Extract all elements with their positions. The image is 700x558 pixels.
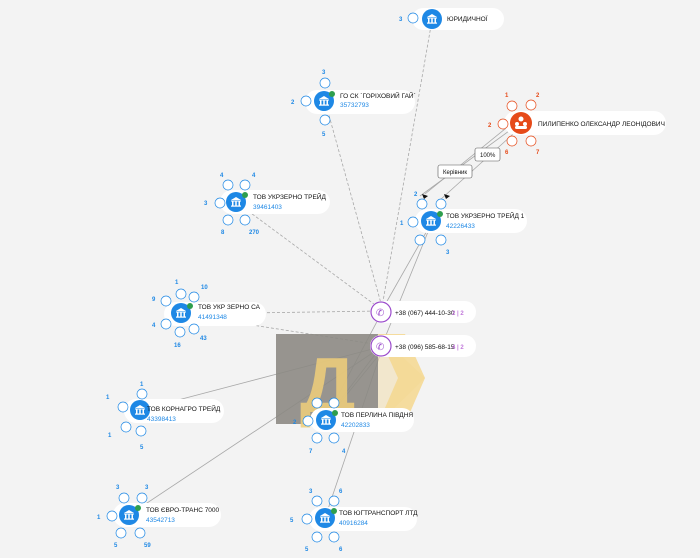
- count-badge: 270: [249, 230, 260, 236]
- count-badge: 59: [144, 543, 151, 549]
- count-badge: 4: [252, 173, 256, 179]
- company-code: 43398413: [147, 416, 176, 423]
- company-name: ТОВ УКР ЗЕРНО СА: [198, 304, 261, 311]
- count-badge: 5: [140, 445, 144, 451]
- company-code: 39461403: [253, 204, 282, 211]
- company-name: ТОВ УКРЗЕРНО ТРЕЙД 1: [446, 211, 525, 220]
- count-badge: 1: [175, 280, 179, 286]
- count-badge: 7: [536, 150, 540, 156]
- company-code: 41491348: [198, 314, 227, 321]
- count-badge: 1: [505, 93, 509, 99]
- edge-dashed[interactable]: [235, 201, 383, 311]
- edge-dashed[interactable]: [181, 310, 381, 315]
- company-node-yur[interactable]: 3 ЮРИДИЧНОЇ: [399, 8, 504, 30]
- phone-stat: 2 | 2: [452, 311, 464, 317]
- edge-dashed[interactable]: [381, 19, 433, 308]
- edge-role-label: Керівник: [443, 170, 467, 176]
- count-badge: 2: [488, 123, 492, 129]
- count-badge: 2: [291, 100, 295, 106]
- edge-labels: 100% Керівник: [422, 147, 501, 199]
- count-badge: 9: [152, 297, 156, 303]
- company-name: ЮРИДИЧНОЇ: [447, 15, 488, 23]
- company-node-perlyna[interactable]: 2 7 4 ТОВ ПЕРЛИНА ПІВДНЯ 42202833: [293, 397, 414, 455]
- company-name: ТОВ УКРЗЕРНО ТРЕЙД: [253, 192, 326, 201]
- company-name: ГО СК `ГОРІХОВИЙ ГАЙ`: [340, 91, 416, 100]
- edge-share-label: 100%: [480, 153, 496, 159]
- count-badge: 3: [116, 485, 120, 491]
- count-badge: 10: [201, 285, 208, 291]
- count-badge: 5: [322, 132, 326, 138]
- count-badge: 43: [200, 336, 207, 342]
- count-badge: 8: [221, 230, 225, 236]
- count-badge: 4: [342, 449, 346, 455]
- phone-number: +38 (096) 585-68-15: [395, 344, 455, 351]
- phone-icon: ✆: [376, 342, 384, 353]
- company-node-ukrzerno-treid-1[interactable]: 2 1 3 ТОВ УКРЗЕРНО ТРЕЙД 1 42226433: [400, 192, 527, 256]
- company-code: 43542713: [146, 517, 175, 524]
- count-badge: 4: [220, 173, 224, 179]
- count-badge: 1: [400, 221, 404, 227]
- company-name: ТОВ ПЕРЛИНА ПІВДНЯ: [341, 412, 413, 419]
- count-badge: 5: [290, 518, 294, 524]
- company-node-ukrzerno-treid[interactable]: 4 4 3 8 270 ТОВ УКРЗЕРНО ТРЕЙД 39461403: [204, 173, 330, 236]
- company-code: 42202833: [341, 422, 370, 429]
- count-badge: 3: [309, 489, 313, 495]
- count-badge: 1: [97, 515, 101, 521]
- count-badge: 3: [322, 70, 326, 76]
- count-badge: 16: [174, 343, 181, 349]
- company-node-evro-trans[interactable]: 3 3 1 5 59 ТОВ ЄВРО-ТРАНС 7000 43542713: [97, 485, 221, 549]
- phone-number: +38 (067) 444-10-30: [395, 310, 455, 317]
- company-code: 42226433: [446, 223, 475, 230]
- company-node-yugtrans[interactable]: 3 6 5 5 6 ТОВ ЮГТРАНСПОРТ ЛТД 40916284: [290, 489, 418, 553]
- person-name: ПИЛИПЕНКО ОЛЕКСАНДР ЛЕОНІДОВИЧ: [538, 121, 665, 128]
- person-node-pylypenko[interactable]: 1 2 2 6 7 ПИЛИПЕНКО ОЛЕКСАНДР ЛЕОНІДОВИЧ: [488, 93, 666, 156]
- edge[interactable]: [381, 221, 433, 311]
- count-badge: 3: [446, 250, 450, 256]
- count-badge: 7: [309, 449, 313, 455]
- company-name: ТОВ КОРНАГРО ТРЕЙД: [147, 404, 221, 413]
- count-badge: 6: [339, 489, 343, 495]
- count-badge: 6: [339, 547, 343, 553]
- count-badge: 2: [293, 420, 297, 426]
- phone-node-1[interactable]: ✆ +38 (067) 444-10-30 2 | 2: [370, 301, 476, 323]
- phone-stat: 4 | 2: [452, 345, 464, 351]
- edge[interactable]: [424, 119, 517, 195]
- count-badge: 3: [145, 485, 149, 491]
- count-badge: 5: [305, 547, 309, 553]
- phone-icon: ✆: [376, 308, 384, 319]
- count-badge: 2: [536, 93, 540, 99]
- count-badge: 5: [114, 543, 118, 549]
- company-code: 35732793: [340, 102, 369, 109]
- company-name: ТОВ ЮГТРАНСПОРТ ЛТД: [339, 510, 418, 517]
- count-badge: 1: [106, 395, 110, 401]
- edge-dashed[interactable]: [324, 100, 383, 308]
- count-badge: 3: [204, 201, 208, 207]
- company-node-kornagro[interactable]: 1 1 1 5 ТОВ КОРНАГРО ТРЕЙД 43398413: [106, 382, 224, 451]
- count-badge: 2: [414, 192, 418, 198]
- count-badge: 3: [399, 17, 403, 23]
- company-code: 40916284: [339, 520, 368, 527]
- count-badge: 6: [505, 150, 509, 156]
- count-badge: 1: [108, 433, 112, 439]
- company-name: ТОВ ЄВРО-ТРАНС 7000: [146, 507, 220, 514]
- company-node-gorikh[interactable]: 3 2 5 ГО СК `ГОРІХОВИЙ ГАЙ` 35732793: [291, 70, 416, 138]
- phone-node-2[interactable]: ✆ +38 (096) 585-68-15 4 | 2: [370, 335, 476, 357]
- edge[interactable]: [419, 122, 521, 197]
- count-badge: 1: [140, 382, 144, 388]
- company-node-ukr-zerno-sa[interactable]: 1 10 9 4 16 43 ТОВ УКР ЗЕРНО СА 41491348: [152, 280, 266, 349]
- count-badge: 4: [152, 323, 156, 329]
